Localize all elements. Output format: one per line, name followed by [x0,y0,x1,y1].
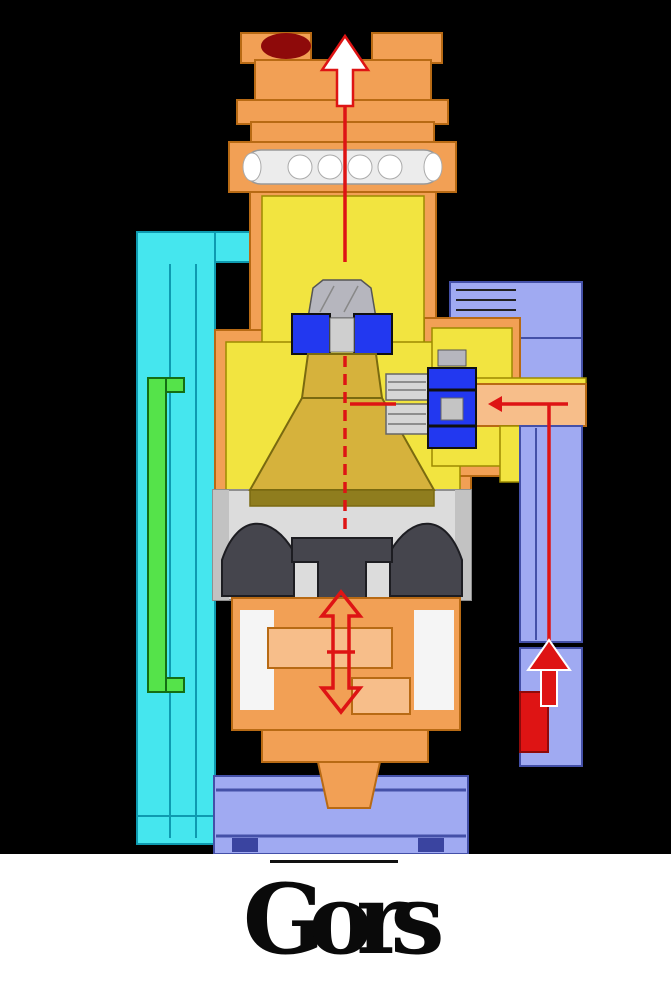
cap-hatch [343,285,359,313]
seal-core [440,397,464,421]
bearing-ball [377,154,403,180]
seal-spacer [329,317,355,353]
inlet-flow-arrow-shaft [540,667,558,707]
flow-annotations [318,33,572,715]
inlet-flow-arrow [526,638,572,671]
spindle-assembly [248,279,477,507]
inlet-column [519,425,583,643]
side-seal-cap [437,349,467,367]
side-thread-bush [385,373,429,401]
caption-text: Gors [242,863,445,976]
bearing-ball [423,152,443,182]
bearing-ball [347,154,373,180]
cap-hatch [319,285,335,313]
bearing-ball [287,154,313,180]
lower-shell-step [261,729,429,763]
side-port-arrowhead [488,396,502,412]
caption-area: Gors [0,854,671,1008]
outlet-flow-arrow [319,33,371,108]
spindle-stem [300,353,384,399]
seal-block-right [353,313,393,355]
lower-stem [316,761,382,809]
caption-divider [270,860,398,863]
bonnet-tab-right [371,32,443,64]
seal-block-left [291,313,331,355]
base-detail [232,838,258,852]
diaphragm-housing [212,489,472,601]
lower-cavity-right [414,610,454,710]
bearing-ball [317,154,343,180]
seal-plug [261,33,311,59]
diaphragm-right [389,522,463,597]
bonnet-neck [250,121,435,145]
piston-block [351,677,411,715]
piston-crossbar [267,627,393,669]
side-thread-bush-lower [385,403,429,435]
cone-seat-band [249,489,435,507]
pipe-gasket-lower [499,425,521,483]
bearing-ball [242,152,262,182]
spindle-cap [307,279,377,319]
base-detail [418,838,444,852]
green-strip [147,377,167,693]
stem-travel-arrow [318,589,364,715]
